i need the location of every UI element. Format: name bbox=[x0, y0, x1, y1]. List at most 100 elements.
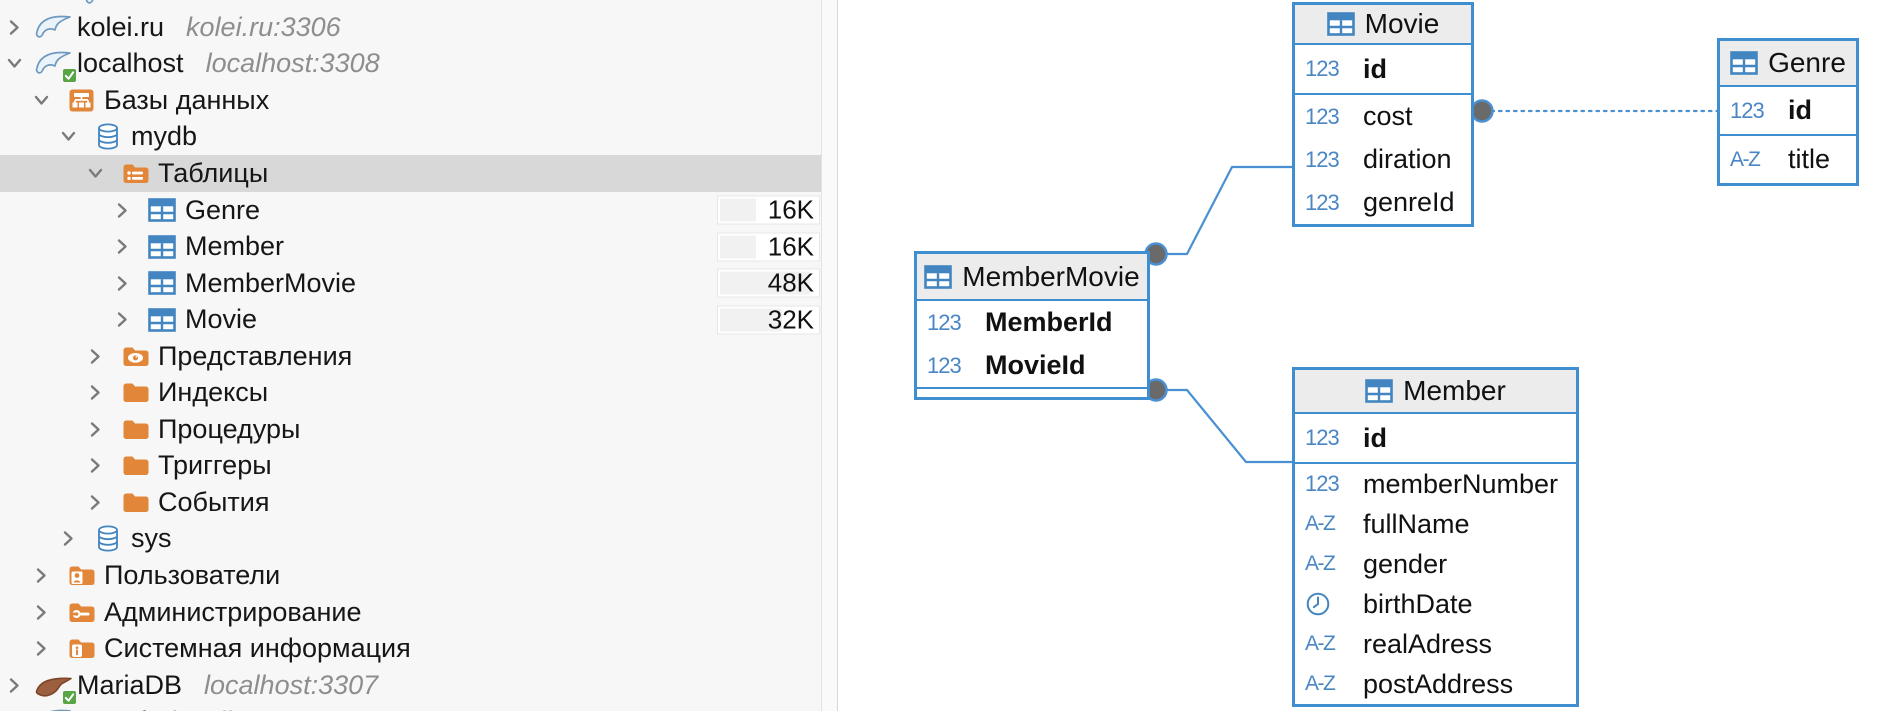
sidebar-item-movie[interactable]: Movie 32K bbox=[0, 301, 821, 338]
chevron-right-icon[interactable] bbox=[114, 238, 141, 255]
chevron-right-icon[interactable] bbox=[87, 457, 114, 474]
chevron-right-icon[interactable] bbox=[87, 384, 114, 401]
number-type-icon: 123 bbox=[1305, 189, 1340, 215]
sidebar-item-label: mydb bbox=[131, 121, 198, 152]
sidebar-item-системная-информация[interactable]: Системная информация bbox=[0, 630, 821, 667]
folder-icon bbox=[114, 491, 156, 514]
sidebar-item-базы-данных[interactable]: Базы данных bbox=[0, 82, 821, 119]
chevron-right-icon[interactable] bbox=[114, 311, 141, 328]
sidebar-item-события[interactable]: События bbox=[0, 484, 821, 521]
sidebar-item-label: kolei.ru bbox=[77, 11, 165, 42]
chevron-right-icon[interactable] bbox=[87, 348, 114, 365]
sidebar-item-mysql[interactable]: Mysqllocalhost:3306 bbox=[0, 703, 821, 711]
erd-table-header[interactable]: Movie bbox=[1295, 5, 1471, 45]
erd-column-name: cost bbox=[1363, 101, 1413, 131]
chevron-right-icon[interactable] bbox=[87, 494, 114, 511]
folder-icon bbox=[114, 454, 156, 477]
database-icon bbox=[87, 525, 129, 553]
chevron-right-icon[interactable] bbox=[114, 202, 141, 219]
mysql-dolphin-icon bbox=[84, 0, 124, 14]
sidebar-item-пользователи[interactable]: Пользователи bbox=[0, 557, 821, 594]
chevron-down-icon[interactable] bbox=[6, 55, 33, 72]
connected-check-badge bbox=[62, 689, 77, 705]
sidebar-item-представления[interactable]: Представления bbox=[0, 338, 821, 375]
relation-line bbox=[1156, 165, 1292, 256]
sidebar-item-label: MemberMovie bbox=[185, 267, 357, 298]
sidebar-item-sys[interactable]: sys bbox=[0, 521, 821, 558]
erd-table-header[interactable]: MemberMovie bbox=[917, 254, 1147, 301]
erd-column-birthdate[interactable]: birthDate bbox=[1295, 584, 1576, 624]
erd-table-header[interactable]: Genre bbox=[1720, 41, 1856, 87]
sidebar-item-label: localhost bbox=[77, 48, 184, 79]
chevron-down-icon[interactable] bbox=[87, 165, 114, 182]
chevron-down-icon[interactable] bbox=[33, 92, 60, 109]
table-size-badge: 48K bbox=[717, 268, 820, 298]
chevron-right-icon[interactable] bbox=[33, 567, 60, 584]
table-size-value: 32K bbox=[767, 305, 814, 335]
info-folder-icon bbox=[60, 637, 102, 660]
sidebar-item-таблицы[interactable]: Таблицы bbox=[0, 155, 821, 192]
tables-folder-icon bbox=[114, 162, 156, 185]
db-sitemap-icon bbox=[60, 89, 102, 112]
number-type-icon: 123 bbox=[927, 352, 962, 378]
sidebar-item-label: Процедуры bbox=[158, 413, 301, 444]
sidebar-item-администрирование[interactable]: Администрирование bbox=[0, 594, 821, 631]
chevron-right-icon[interactable] bbox=[33, 640, 60, 657]
chevron-down-icon[interactable] bbox=[60, 128, 87, 145]
chevron-right-icon[interactable] bbox=[33, 604, 60, 621]
navigator-scrollbar-track[interactable] bbox=[822, 0, 838, 711]
chevron-right-icon[interactable] bbox=[6, 19, 33, 36]
erd-table-header[interactable]: Member bbox=[1295, 370, 1576, 414]
sidebar-item-mydb[interactable]: mydb bbox=[0, 119, 821, 156]
erd-column-name: memberNumber bbox=[1363, 468, 1559, 499]
number-type-icon: 123 bbox=[1305, 146, 1340, 172]
chevron-right-icon[interactable] bbox=[6, 677, 33, 694]
sidebar-item-membermovie[interactable]: MemberMovie 48K bbox=[0, 265, 821, 302]
chevron-right-icon[interactable] bbox=[60, 530, 87, 547]
sidebar-item-процедуры[interactable]: Процедуры bbox=[0, 411, 821, 448]
chevron-right-icon[interactable] bbox=[114, 275, 141, 292]
chevron-right-icon[interactable] bbox=[87, 421, 114, 438]
sidebar-item-label: События bbox=[158, 486, 270, 517]
erd-table-title: Genre bbox=[1768, 47, 1846, 78]
erd-column-cost[interactable]: 123 cost bbox=[1295, 95, 1471, 138]
text-type-icon: A-Z bbox=[1305, 672, 1336, 695]
number-type-icon: 123 bbox=[1305, 103, 1340, 129]
relation-anchor-dot bbox=[1470, 99, 1494, 123]
sidebar-item-label: Триггеры bbox=[158, 450, 272, 481]
sidebar-item-label: Movie bbox=[185, 304, 258, 335]
views-folder-icon bbox=[114, 345, 156, 368]
sidebar-item-индексы[interactable]: Индексы bbox=[0, 375, 821, 412]
clock-type-icon bbox=[1305, 591, 1353, 617]
table-icon bbox=[141, 307, 183, 332]
sidebar-item-триггеры[interactable]: Триггеры bbox=[0, 448, 821, 485]
